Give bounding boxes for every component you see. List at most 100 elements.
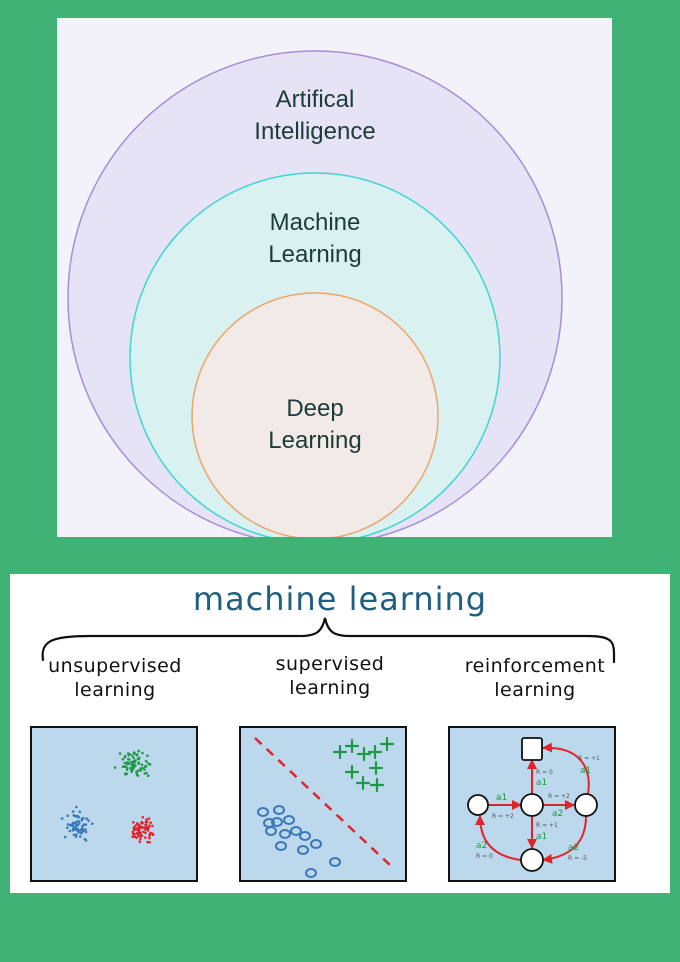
scatter-dot — [142, 830, 145, 834]
scatter-dot — [137, 749, 140, 753]
scatter-dot — [138, 840, 141, 844]
supervised-label: supervised learning — [275, 653, 385, 699]
circle-marker — [265, 826, 277, 836]
scatter-dot — [151, 824, 154, 828]
scatter-dot — [68, 823, 72, 827]
plus-marker — [367, 744, 383, 760]
scatter-dot — [128, 752, 131, 756]
scatter-dot — [140, 821, 144, 825]
scatter-dot — [84, 823, 88, 826]
scatter-dot — [82, 829, 85, 833]
scatter-dot — [77, 820, 80, 823]
scatter-dot — [80, 819, 84, 822]
rl-state-graph: a1 R = +2 a2 R = +2 R = 0 a1 R = +1 a1 R… — [467, 737, 600, 872]
scatter-dot — [63, 835, 67, 839]
reinforcement-label: reinforcement learning — [464, 655, 606, 701]
plus-marker — [344, 738, 360, 754]
scatter-dot — [84, 828, 87, 831]
scatter-dot — [80, 832, 83, 835]
scatter-dot — [135, 836, 138, 839]
scatter-dot — [148, 832, 152, 836]
scatter-dot — [144, 759, 148, 763]
scatter-dot — [75, 833, 78, 836]
rl-label: R = +1 — [536, 822, 558, 829]
ml-title: machine learning — [192, 580, 488, 618]
circle-marker — [283, 815, 295, 825]
unsupervised-label: unsupervised learning — [48, 655, 182, 701]
scatter-dot — [145, 818, 148, 821]
scatter-dot — [134, 827, 137, 831]
circle-marker — [297, 845, 309, 855]
rl-label: R = 0 — [476, 853, 493, 860]
scatter-dot — [133, 759, 137, 763]
scatter-dot — [144, 823, 148, 826]
scatter-dot — [139, 837, 142, 841]
rl-label: a2 — [476, 841, 487, 851]
scatter-dot — [141, 816, 145, 819]
plus-marker — [369, 777, 385, 793]
scatter-dot — [149, 821, 152, 824]
dl-label: Deep Learning — [268, 395, 362, 454]
rl-edge — [542, 742, 590, 795]
rl-label: a1 — [580, 766, 591, 776]
scatter-dot — [141, 766, 144, 770]
scatter-dot — [83, 837, 87, 841]
circle-marker — [271, 817, 283, 827]
circle-marker — [329, 857, 341, 867]
scatter-dot — [146, 774, 150, 777]
scatter-dot — [66, 823, 70, 826]
scatter-dot — [148, 841, 151, 844]
scatter-dot — [121, 765, 125, 768]
rl-edges — [475, 742, 590, 864]
scatter-dot — [65, 826, 69, 829]
scatter-dot — [130, 770, 133, 774]
reinforcement-plot: a1 R = +2 a2 R = +2 R = 0 a1 R = +1 a1 R… — [448, 726, 616, 882]
rl-state-center — [520, 793, 544, 817]
scatter-dot — [144, 836, 147, 839]
scatter-dot — [76, 830, 80, 833]
scatter-dot — [132, 766, 136, 769]
ai-venn-diagram: Artifical Intelligence Machine Learning … — [57, 18, 612, 537]
circle-marker — [275, 841, 287, 851]
scatter-dot — [118, 752, 122, 755]
rl-state-bottom — [520, 848, 544, 872]
scatter-dot — [127, 757, 130, 761]
scatter-dot — [123, 755, 127, 759]
rl-state-right — [574, 793, 598, 817]
scatter-dot — [147, 817, 151, 820]
cluster-scatter — [60, 749, 155, 844]
scatter-dot — [152, 833, 155, 837]
scatter-dot — [132, 756, 135, 760]
scatter-dot — [143, 772, 147, 775]
scatter-dot — [137, 769, 140, 772]
rl-edge — [475, 815, 522, 861]
plus-marker — [356, 746, 372, 762]
circle-marker — [279, 829, 291, 839]
scatter-dot — [131, 835, 134, 838]
scatter-dot — [76, 823, 79, 827]
scatter-dot — [139, 835, 142, 838]
scatter-dot — [144, 820, 148, 824]
scatter-dot — [68, 829, 72, 833]
scatter-dot — [140, 763, 144, 767]
scatter-dot — [73, 827, 76, 830]
scatter-dot — [136, 826, 140, 830]
rl-state-left — [467, 794, 489, 816]
scatter-dot — [137, 761, 140, 764]
rl-nodes — [467, 737, 598, 872]
scatter-dot — [137, 757, 140, 761]
rl-terminal-state — [521, 737, 543, 761]
circle-marker — [263, 818, 275, 828]
unsupervised-plot — [30, 726, 198, 882]
ml-types-panel: machine learning unsupervised learning s… — [10, 574, 670, 893]
scatter-dot — [131, 754, 134, 757]
rl-label: a1 — [536, 832, 547, 842]
scatter-dot — [126, 762, 130, 766]
scatter-dot — [123, 761, 127, 765]
scatter-dot — [129, 766, 132, 770]
scatter-dot — [132, 821, 135, 824]
scatter-dot — [148, 824, 151, 827]
scatter-dot — [74, 835, 78, 838]
circle-marker — [273, 805, 285, 815]
plus-marker — [379, 736, 395, 752]
